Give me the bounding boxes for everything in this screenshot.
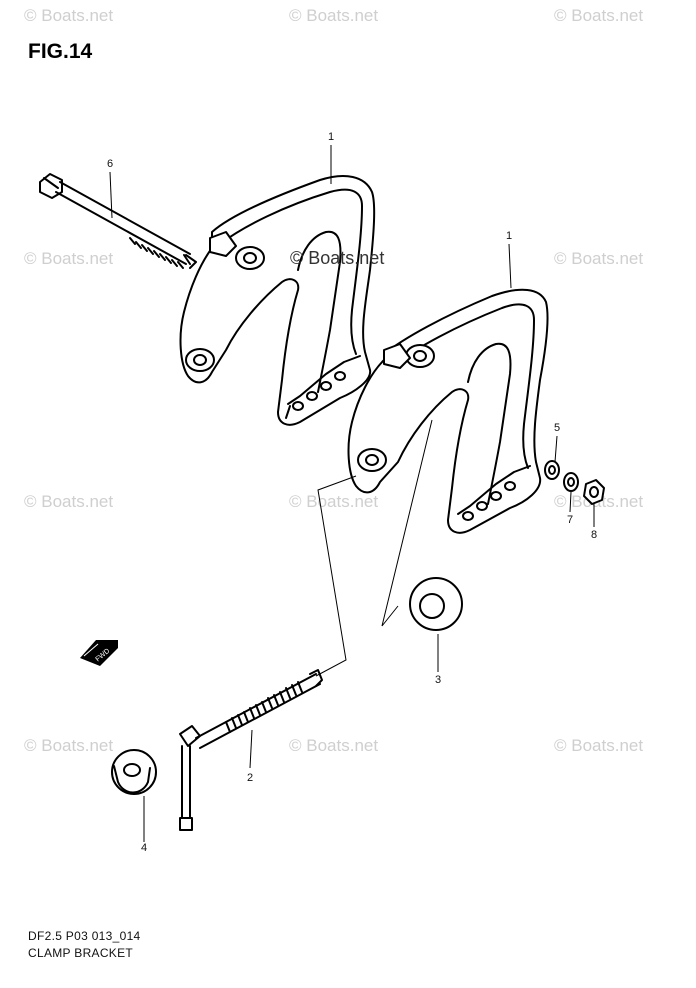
part-7-spring-washer xyxy=(563,472,579,492)
watermark: © Boats.net xyxy=(289,736,379,755)
callout-part-6: 6 xyxy=(107,158,114,170)
watermark: © Boats.net xyxy=(289,6,379,25)
diagram-code: DF2.5 P03 013_014 xyxy=(28,929,141,943)
part-8-nut xyxy=(583,479,605,505)
part-1-clamp-bracket-right xyxy=(347,288,549,534)
watermark: © Boats.net xyxy=(554,6,644,25)
watermark: © Boats.net xyxy=(24,492,114,511)
callout-part-1-right: 1 xyxy=(506,230,513,242)
fwd-arrow-icon: FWD xyxy=(80,640,118,666)
callout-part-4: 4 xyxy=(141,842,148,854)
part-6-bolt xyxy=(39,173,197,269)
callout-part-7: 7 xyxy=(567,514,574,526)
figure-label: FIG.14 xyxy=(28,40,93,63)
part-1-clamp-bracket-left xyxy=(179,175,376,426)
callout-part-8: 8 xyxy=(591,529,598,541)
callout-part-1-left: 1 xyxy=(328,131,335,143)
watermark: © Boats.net xyxy=(289,492,379,511)
diagram-title: CLAMP BRACKET xyxy=(28,946,134,960)
part-5-washer xyxy=(544,460,560,480)
part-3-clamp-pad xyxy=(409,577,463,631)
center-watermark: © Boats.net xyxy=(290,248,385,268)
watermark: © Boats.net xyxy=(554,249,644,268)
callout-part-2: 2 xyxy=(247,772,254,784)
callout-part-3: 3 xyxy=(435,674,442,686)
part-2-clamp-screw xyxy=(179,669,323,831)
watermark: © Boats.net xyxy=(554,736,644,755)
callout-part-5: 5 xyxy=(554,422,561,434)
watermark: © Boats.net xyxy=(24,736,114,755)
part-4-knob-cap xyxy=(111,749,157,795)
watermark: © Boats.net xyxy=(24,6,114,25)
watermark: © Boats.net xyxy=(24,249,114,268)
